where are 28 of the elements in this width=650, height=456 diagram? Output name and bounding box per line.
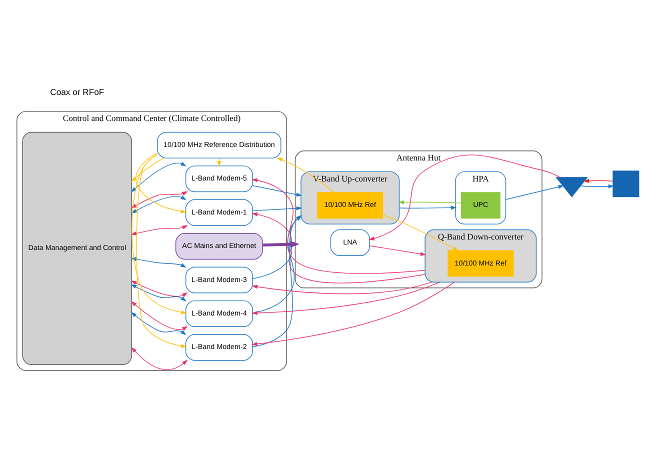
arrow xyxy=(382,214,458,251)
arrow xyxy=(252,282,440,316)
arrow xyxy=(252,178,426,274)
arrow xyxy=(131,158,164,182)
arrow xyxy=(262,241,300,248)
arrow xyxy=(580,184,614,188)
arrow xyxy=(583,178,614,183)
arrow xyxy=(130,301,188,331)
arrow xyxy=(130,284,186,302)
arrow xyxy=(252,185,302,197)
arrow xyxy=(398,200,462,204)
arrow xyxy=(252,282,455,346)
arrow xyxy=(398,206,457,210)
arrow xyxy=(276,158,334,193)
arrow xyxy=(505,184,564,200)
arrow xyxy=(368,154,560,240)
arrow xyxy=(369,245,426,256)
node-dish xyxy=(556,177,588,198)
arrow xyxy=(252,206,302,212)
arrow xyxy=(135,152,187,214)
arrow xyxy=(130,225,188,236)
label: Coax or RFoF xyxy=(50,87,104,98)
arrow xyxy=(130,162,186,192)
arrow xyxy=(130,312,186,336)
arrow xyxy=(252,282,432,294)
arrow xyxy=(131,347,188,370)
arrow xyxy=(130,280,188,298)
arrow xyxy=(252,212,426,284)
